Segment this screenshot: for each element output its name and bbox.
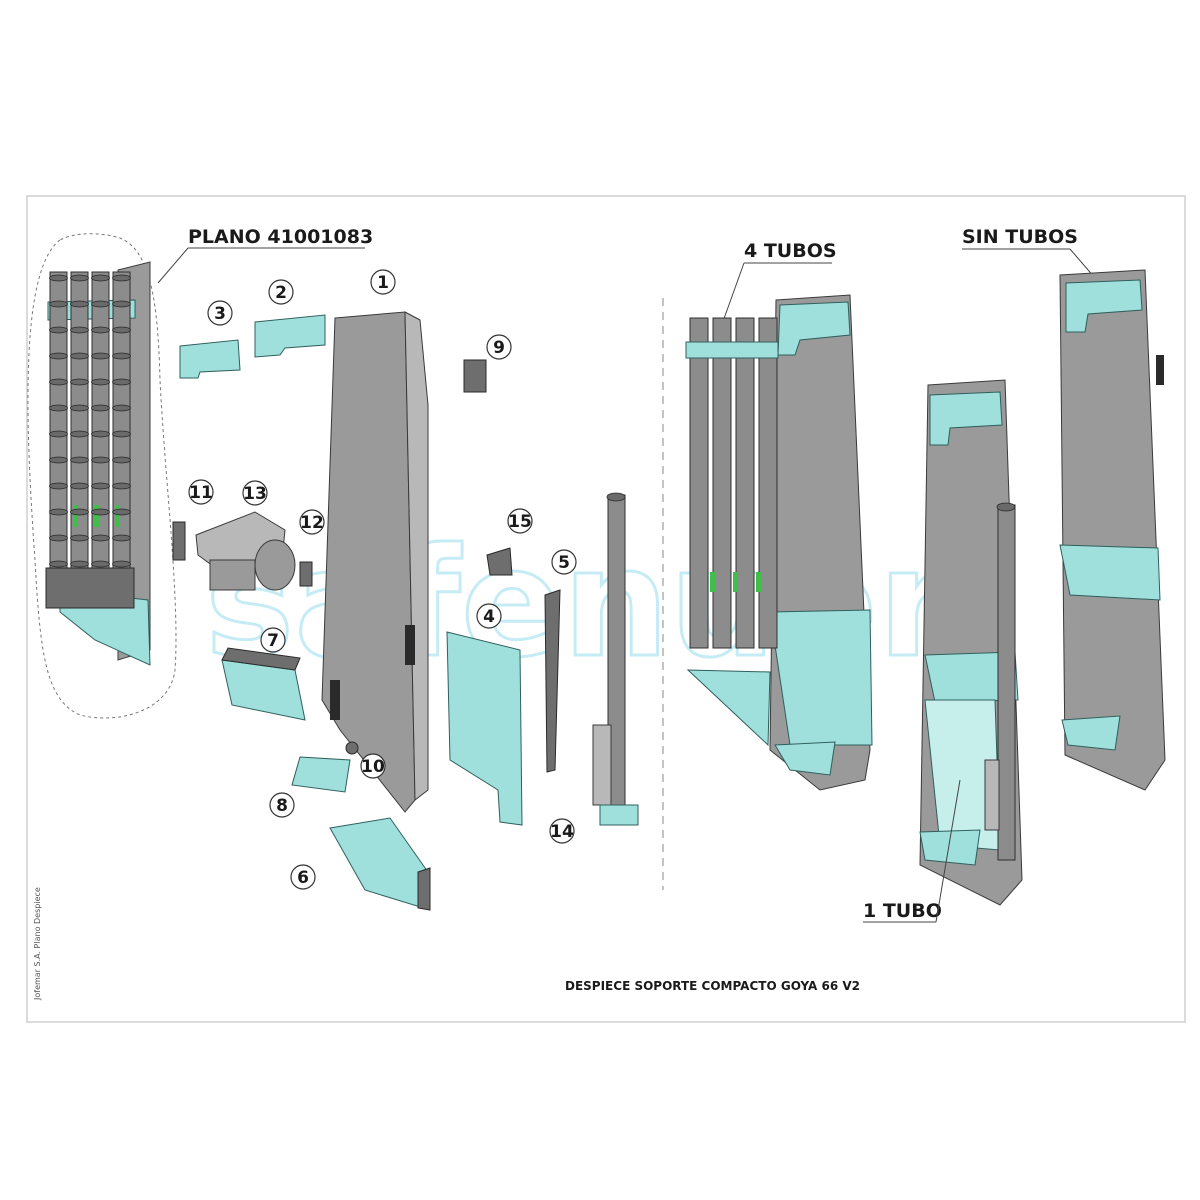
tube-ring [112, 404, 131, 412]
part-6-chute [329, 817, 431, 911]
callout-2: 2 [275, 283, 287, 303]
tube-ring [91, 534, 110, 542]
tube-ring [91, 352, 110, 360]
callout-6: 6 [297, 868, 309, 888]
callout-8: 8 [276, 796, 288, 816]
tube-ring [70, 274, 89, 282]
tube-ring [91, 378, 110, 386]
tube-ring [91, 274, 110, 282]
tube-ring [112, 456, 131, 464]
one-tube-label: 1 TUBO [863, 900, 942, 922]
tube-ring [91, 404, 110, 412]
tube-ring [112, 300, 131, 308]
part-11-clip [172, 521, 186, 561]
part-13-motor-unit [195, 511, 296, 591]
callout-11: 11 [189, 483, 213, 503]
tube-ring [70, 352, 89, 360]
tube-ring [49, 300, 68, 308]
tube-ring [70, 560, 89, 568]
tube-ring [49, 378, 68, 386]
callout-15: 15 [508, 512, 532, 532]
drawing-title: DESPIECE SOPORTE COMPACTO GOYA 66 V2 [565, 979, 860, 993]
part-10-screw [345, 741, 359, 755]
tube-ring [112, 508, 131, 516]
part-4-panel [446, 631, 523, 826]
tube-ring [91, 560, 110, 568]
part-14-tube [592, 492, 639, 826]
tube-ring [91, 430, 110, 438]
part-3-bracket [179, 339, 241, 379]
tube-ring [70, 456, 89, 464]
side-note: Jofemar S.A. Plano Despiece [33, 887, 42, 1001]
tube-ring [112, 430, 131, 438]
tube-ring [91, 456, 110, 464]
tube-ring [49, 534, 68, 542]
four-tubes-label: 4 TUBOS [744, 240, 837, 262]
plano-label: PLANO 41001083 [188, 226, 373, 248]
callout-4: 4 [483, 607, 495, 627]
part-9-connector [463, 359, 487, 393]
part-12-bracket [299, 561, 313, 587]
callout-7: 7 [267, 631, 279, 651]
tube-ring [112, 482, 131, 490]
part-5-rail [544, 589, 561, 773]
tube-ring [49, 404, 68, 412]
tube-ring [49, 482, 68, 490]
tube-ring [49, 274, 68, 282]
callout-1: 1 [377, 273, 389, 293]
tube-ring [70, 482, 89, 490]
part-8-plate [291, 756, 351, 793]
tube-ring [91, 482, 110, 490]
tube-ring [112, 534, 131, 542]
tube-ring [70, 326, 89, 334]
tube-ring [112, 560, 131, 568]
tube-ring [49, 430, 68, 438]
tube-ring [70, 534, 89, 542]
assembly-outline [27, 233, 177, 719]
part-1-main-plate [321, 311, 429, 813]
tube-ring [112, 378, 131, 386]
tube-assembly-preview [45, 261, 151, 666]
tube-ring [49, 352, 68, 360]
tube-rings [49, 274, 131, 568]
callout-10: 10 [361, 757, 385, 777]
part-15-clip [486, 547, 513, 576]
tube-ring [49, 456, 68, 464]
tube-ring [70, 430, 89, 438]
tube-ring [112, 274, 131, 282]
four-tubes-assembly [685, 294, 873, 791]
one-tube-assembly [919, 379, 1023, 906]
tube-ring [70, 508, 89, 516]
callout-9: 9 [493, 338, 505, 358]
no-tubes-assembly [1059, 269, 1166, 791]
callout-3: 3 [214, 304, 226, 324]
tube-ring [49, 326, 68, 334]
tube-ring [91, 326, 110, 334]
tube-ring [49, 560, 68, 568]
tube-ring [70, 300, 89, 308]
tube-ring [70, 404, 89, 412]
drawing-frame [26, 195, 1186, 1023]
callout-5: 5 [558, 553, 570, 573]
callout-12: 12 [300, 513, 324, 533]
part-7-tray [221, 647, 306, 721]
tube-ring [70, 378, 89, 386]
tube-ring [91, 508, 110, 516]
callout-13: 13 [243, 484, 267, 504]
tube-ring [112, 352, 131, 360]
no-tubes-label: SIN TUBOS [962, 226, 1078, 248]
callout-14: 14 [550, 822, 574, 842]
tube-ring [49, 508, 68, 516]
part-2-cover [254, 314, 326, 358]
tube-ring [91, 300, 110, 308]
tube-ring [112, 326, 131, 334]
